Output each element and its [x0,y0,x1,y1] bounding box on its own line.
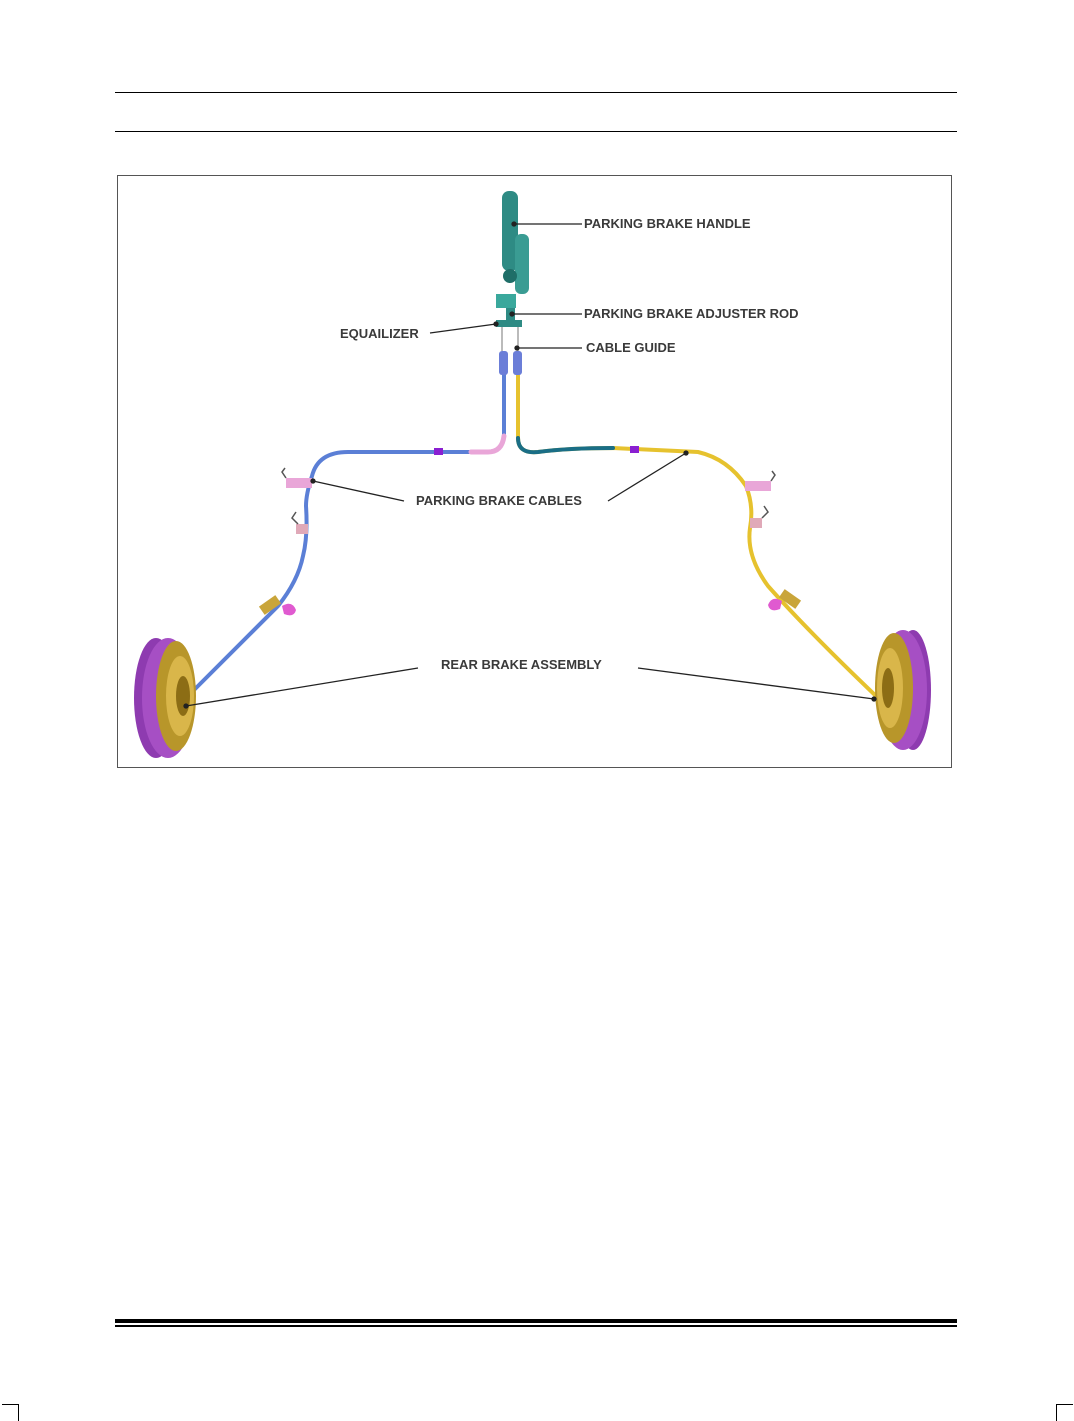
leader-rear-brake-right [637,667,875,700]
right-upper-bracket [745,470,776,491]
footer-rule-thin [115,1325,957,1327]
left-rear-brake-assembly [134,638,196,758]
label-cable-guide: CABLE GUIDE [586,340,676,355]
right-cable-clip [630,446,639,453]
left-cable-path [188,372,506,696]
equalizer [496,320,522,327]
diagram-drawing [134,191,931,758]
right-parking-brake-cable [516,372,878,698]
parking-brake-handle [496,191,529,308]
left-upper-bracket [281,467,312,488]
header-rule-top [115,92,957,93]
left-cable-clip [434,448,443,455]
leader-cables-left [312,480,405,502]
right-cable-path [516,372,878,698]
label-parking-brake-handle: PARKING BRAKE HANDLE [584,216,751,231]
crop-mark-bottom-right [1056,1404,1073,1421]
footer-rule-thick [115,1319,957,1323]
label-rear-brake-assembly: REAR BRAKE ASSEMBLY [441,657,602,672]
parking-brake-diagram: PARKING BRAKE HANDLE PARKING BRAKE ADJUS… [117,175,952,768]
cable-guide [499,351,522,375]
header-rule-bottom [115,131,957,132]
left-parking-brake-cable [188,372,507,696]
right-rear-brake-assembly [875,630,931,750]
right-cable-mount [768,589,802,611]
leader-rear-brake-left [185,667,419,707]
leader-cables-right [607,452,687,502]
label-parking-brake-cables: PARKING BRAKE CABLES [416,493,582,508]
right-cable-front [516,436,615,455]
leader-equalizer [429,323,497,334]
leader-lines [183,221,877,709]
crop-mark-bottom-left [2,1404,19,1421]
left-cable-sleeve [468,433,507,455]
label-adjuster-rod: PARKING BRAKE ADJUSTER ROD [584,306,799,321]
left-lower-bracket [291,511,308,534]
left-cable-mount [258,595,296,616]
label-equalizer: EQUAILIZER [340,326,419,341]
right-lower-bracket [750,505,769,528]
